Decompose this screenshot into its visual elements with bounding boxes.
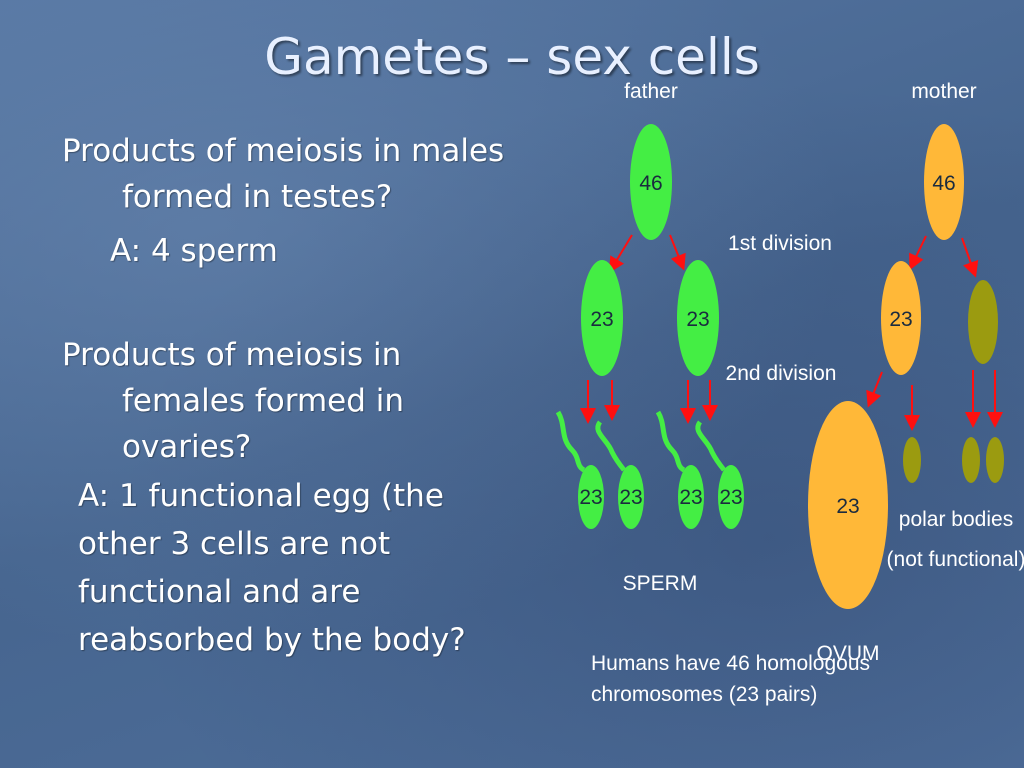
ovum-count: 23: [836, 495, 859, 518]
polar-body: [986, 437, 1004, 483]
first-polar-body: [968, 280, 998, 364]
arrow: [608, 234, 633, 274]
slide-title: Gametes – sex cells: [264, 28, 760, 86]
sperm-label: SPERM: [623, 572, 698, 595]
mother-label: mother: [911, 80, 976, 103]
arrow: [669, 234, 686, 271]
sperm-count: 23: [619, 486, 642, 509]
secondary-oocyte-count: 23: [889, 308, 912, 331]
secondary-cell-count: 23: [686, 308, 709, 331]
father-cell: [630, 124, 672, 240]
secondary-cell-male: [581, 260, 623, 376]
bullet-list: Products of meiosis in males formed in t…: [62, 128, 562, 664]
sperm-cell: [555, 410, 604, 529]
father-count: 46: [639, 172, 662, 195]
ovum-cell: [808, 401, 888, 609]
sperm-cell: [695, 420, 744, 529]
father-label: father: [624, 80, 678, 103]
sperm-count: 23: [579, 486, 602, 509]
mother-count: 46: [932, 172, 955, 195]
mother-cell: [924, 124, 964, 240]
secondary-cell-count: 23: [590, 308, 613, 331]
arrow: [909, 235, 927, 271]
question-females: Products of meiosis in females formed in…: [62, 337, 405, 465]
second-division-label: 2nd division: [726, 362, 837, 385]
sperm-count: 23: [679, 486, 702, 509]
sperm-count: 23: [719, 486, 742, 509]
sperm-cell: [655, 410, 704, 529]
answer-females: A: 1 functional egg (the other 3 cells a…: [78, 478, 466, 658]
ovum-label: OVUM: [817, 642, 880, 665]
polar-bodies-sublabel: (not functional): [887, 548, 1024, 571]
secondary-oocyte: [881, 261, 921, 375]
chromosome-note: Humans have 46 homologous chromosomes (2…: [591, 652, 871, 706]
first-division-label: 1st division: [728, 232, 832, 255]
polar-body: [962, 437, 980, 483]
polar-bodies-label: polar bodies: [899, 508, 1013, 531]
secondary-cell-male: [677, 260, 719, 376]
arrow: [866, 371, 883, 408]
sperm-cell: [595, 420, 644, 529]
question-males: Products of meiosis in males formed in t…: [62, 133, 505, 215]
arrow: [961, 237, 979, 278]
polar-body: [903, 437, 921, 483]
answer-males: A: 4 sperm: [110, 233, 278, 269]
